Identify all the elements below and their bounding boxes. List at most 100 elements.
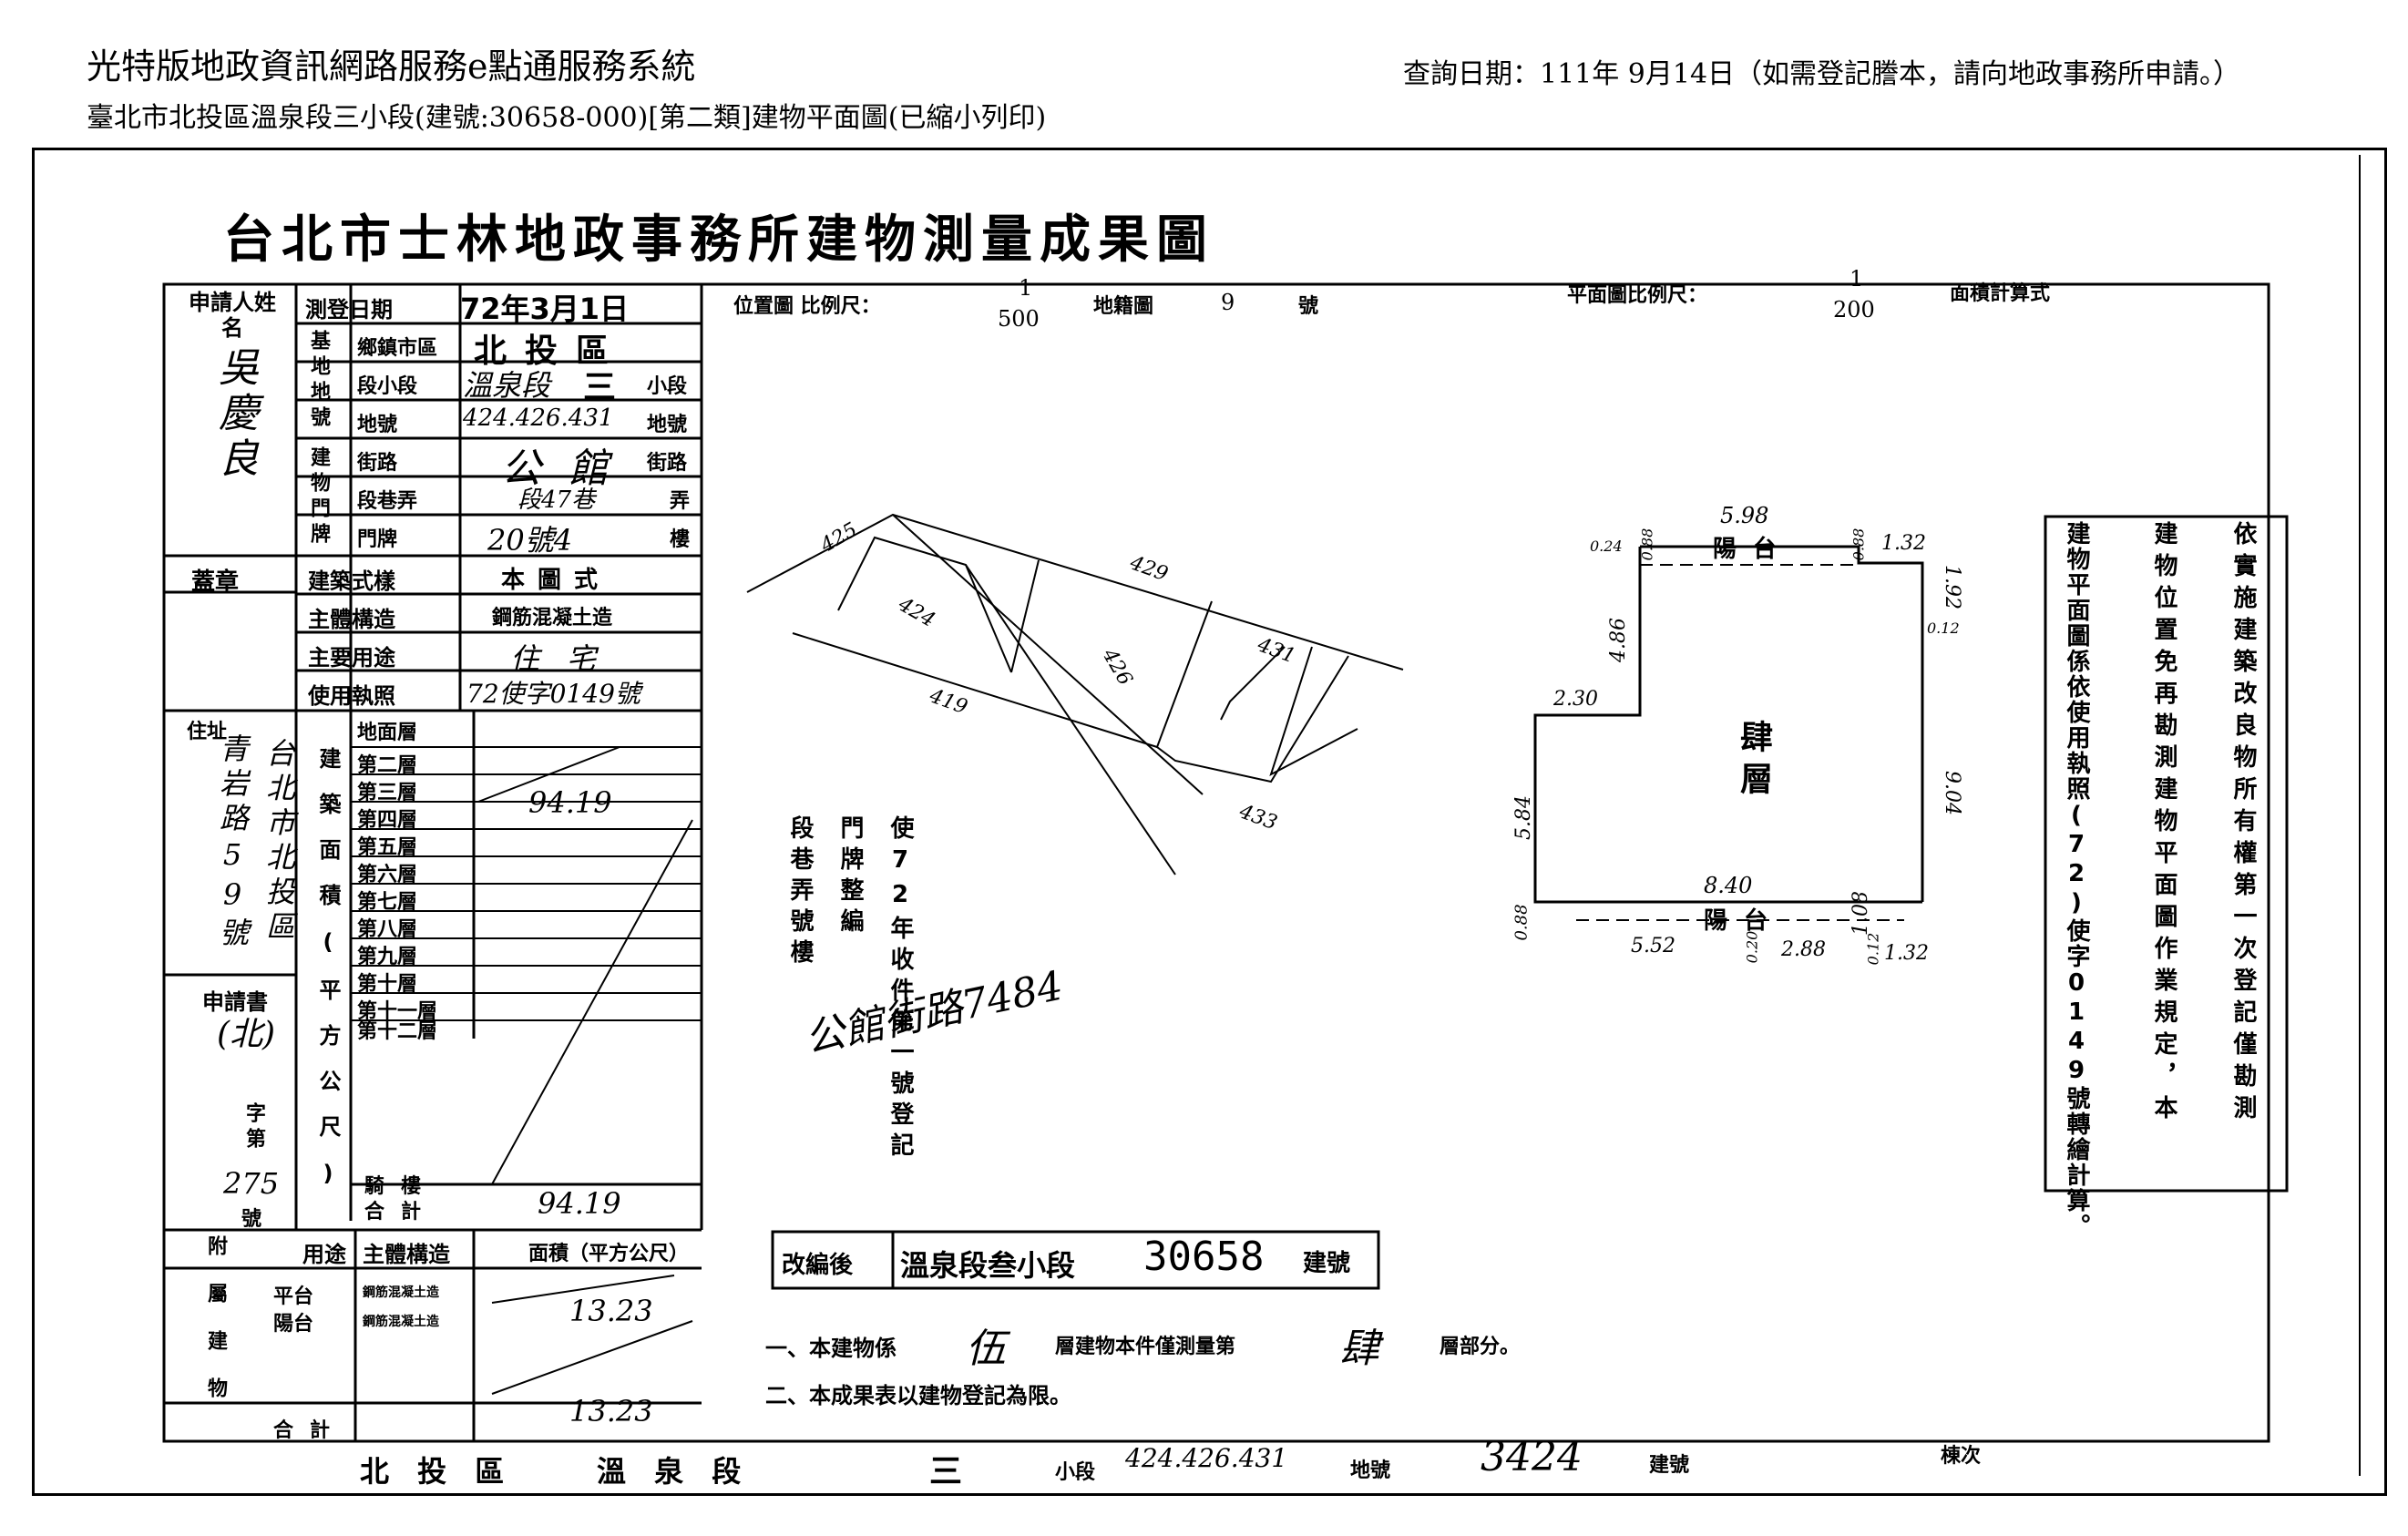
plan-scale-numerator: 1 [1850,266,1864,292]
note-column: 建物平面圖係依使用執照(72)使字0149號轉繪計算。 [2063,521,2090,1239]
plan-dim: 1.92 [1940,565,1963,609]
calc-label: 面積計算式 [1950,282,2051,305]
floor-row: 第八層 [357,918,418,941]
lot-value: 424.426.431 [463,404,614,432]
footer-subsection-label: 小段 [1055,1461,1096,1484]
annex-total: 13.23 [569,1394,653,1428]
application-value: (北) [217,1016,276,1053]
location-scale-numerator: 1 [1019,275,1033,301]
permit-label: 使用執照 [308,683,395,709]
plan-dim: 0.88 [1850,527,1868,561]
annex-label: 附屬建物 [204,1235,227,1425]
door-label: 建物門牌 [307,446,330,548]
plan-dim: 5.52 [1631,935,1675,957]
footer-building-number: 3424 [1481,1434,1583,1480]
plan-dim: 4.86 [1606,618,1630,662]
note-column: 建物位置免再勘測建物平面圖作業規定，本 [2150,521,2177,1127]
location-scale-denominator: 500 [998,306,1040,332]
location-sheet-label: 地籍圖 [1093,295,1154,318]
location-sheet-number: 9 [1221,290,1235,315]
township-label: 鄉鎮市區 [357,337,438,360]
plan-dim: 9.04 [1940,771,1963,815]
plan-dim: 0.88 [1638,527,1656,561]
annex-row-struct: 鋼筋混凝土造 [363,1285,439,1300]
plan-dim: 8.40 [1704,873,1753,898]
balcony-bottom: 陽台 [1704,907,1785,935]
system-title: 光特版地政資訊網路服務e點通服務系統 [87,46,696,87]
floor-row: 第六層 [357,864,418,886]
footer-subsection: 三 [929,1453,963,1490]
note-1-floor: 肆 [1339,1326,1379,1372]
plan-dim: 0.20 [1743,930,1761,964]
use-value: 住宅 [510,641,624,676]
doorno-label: 門牌 [357,528,398,551]
survey-date-value: 72年3月1日 [460,292,630,326]
permit-value: 72使字0149號 [466,679,640,709]
doorno-suffix: 樓 [670,528,691,551]
floor-row: 第四層 [357,809,418,832]
plan-dim: 1.32 [1884,942,1929,965]
query-date: 查詢日期：111年 9月14日（如需登記謄本，請向地政事務所申請。） [1403,58,2241,90]
footer-section: 溫 泉 段 [597,1454,751,1489]
style-value: 本圖式 [501,567,611,594]
hao-label: 號 [241,1208,262,1231]
renumber-number: 30658 [1143,1234,1265,1280]
footer-lots: 424.426.431 [1125,1443,1288,1473]
plan-label: 平面圖比例尺： [1567,284,1708,307]
floor-row: 第七層 [357,891,418,914]
zi-number: 275 [223,1166,280,1201]
lot-label: 地號 [357,414,398,436]
application-label: 申請書 [202,989,268,1015]
township-value: 北投區 [474,333,628,370]
plan-dim: 5.98 [1720,503,1769,528]
street-suffix: 街路 [647,452,688,475]
annex-row-area: 13.23 [569,1294,653,1328]
arcade-label: 騎樓 [364,1175,438,1198]
renumber-suffix: 建號 [1303,1250,1351,1277]
annex-area-header: 面積（平方公尺） [528,1243,690,1265]
street-label: 街路 [357,452,398,475]
plan-dim: 0.88 [1511,904,1532,941]
annex-row-use: 平台 [273,1285,314,1308]
plan-dim: 0.12 [1864,932,1882,966]
note-1b: 層建物本件僅測量第 [1055,1336,1236,1358]
footer-order-label: 棟次 [1941,1445,1982,1468]
floor-row: 第二層 [357,754,418,777]
street-value: 公館 [501,445,636,492]
lane-suffix: 弄 [670,490,691,513]
floor-row: 第十二層 [357,1020,438,1043]
annex-row-use: 陽台 [273,1313,314,1336]
location-map-label: 位置圖 比例尺： [733,295,881,318]
annex-use-header: 用途 [302,1242,346,1267]
plan-dim: 5.84 [1511,795,1535,840]
annex-struct-header: 主體構造 [363,1242,450,1267]
address-label: 住址 [187,721,228,743]
section-sub-value: 三 [583,369,617,406]
note-1-floors: 伍 [966,1326,1006,1372]
door-stamp-column: 門牌整編 [836,815,864,939]
lane-value: 段47巷 [517,486,596,514]
door-stamp-column: 使72年收件第一號登記 [886,815,914,1163]
plan-dim: 2.88 [1781,938,1826,961]
plan-dim: 1.08 [1849,891,1872,936]
plan-dim: 2.30 [1553,688,1598,711]
plan-scale-denominator: 200 [1833,297,1875,323]
note-2: 二、本成果表以建物登記為限。 [765,1383,1071,1408]
lot-suffix: 地號 [647,414,688,436]
floor-row: 第五層 [357,836,418,859]
zi-label: 字第 [242,1102,265,1153]
applicant-name: 吳慶良 [211,346,258,483]
address-line-2: 青岩路59號 [215,733,250,952]
style-label: 建築式樣 [308,568,395,594]
plan-dim: 0.12 [1927,620,1960,637]
footer-building-label: 建號 [1649,1454,1690,1477]
total-area: 94.19 [538,1186,621,1221]
annex-row-struct: 鋼筋混凝土造 [363,1315,439,1329]
survey-date-label: 測登日期 [305,297,393,323]
note-1a: 一、本建物係 [765,1336,897,1361]
plan-dim: 0.24 [1590,538,1623,555]
renumber-label: 改編後 [782,1252,854,1279]
applicant-label: 申請人姓名 [189,290,276,341]
document-frame [32,148,2387,1496]
floor4-area: 94.19 [528,785,612,820]
